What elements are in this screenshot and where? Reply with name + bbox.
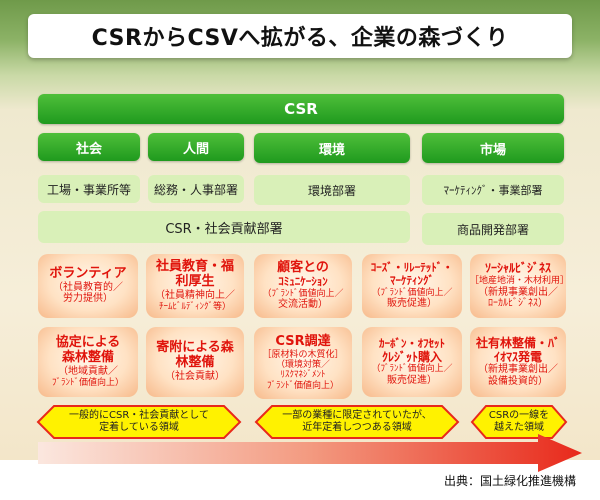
page-title: CSRからCSVへ拡がる、企業の森づくり bbox=[91, 26, 509, 51]
source-credit: 出典：国土緑化推進機構 bbox=[443, 474, 576, 488]
activity-agreement-forest: 協定による森林整備 （地域貢献／ ﾌﾞﾗﾝﾄﾞ価値向上） bbox=[38, 327, 138, 397]
arrow-label: CSRの一線を bbox=[488, 409, 550, 421]
category-human: 人間 bbox=[148, 133, 244, 161]
activity-head: 社有林整備・ﾊﾞｲｵﾏｽ発電 bbox=[475, 335, 560, 364]
activity-head: ｺﾐｭﾆｹｰｼｮﾝ bbox=[278, 275, 328, 289]
arrow-label: 定着している領域 bbox=[99, 422, 179, 433]
activity-head: ｸﾚｼﾞｯﾄ購入 bbox=[381, 349, 442, 364]
activity-sub: （社員精神向上／ bbox=[155, 290, 235, 302]
double-arrow-shape bbox=[254, 405, 460, 439]
activity-volunteer: ボランティア （社員教育的／ 労力提供） bbox=[38, 254, 138, 318]
category-label: 市場 bbox=[479, 142, 506, 158]
activity-company-forest-biomass: 社有林整備・ﾊﾞｲｵﾏｽ発電 （新規事業創出／ 設備投資的） bbox=[470, 327, 566, 397]
activity-sub: （社会貢献） bbox=[165, 371, 225, 383]
csr-header: CSR bbox=[38, 94, 564, 124]
category-label: 環境 bbox=[318, 142, 345, 158]
activity-cause-related-marketing: ｺｰｽﾞ・ﾘﾚｰﾃｯﾄﾞ・ﾏｰｹﾃｨﾝｸﾞ （ﾌﾞﾗﾝﾄﾞ価値向上／ 販売促進） bbox=[362, 254, 462, 318]
category-market: 市場 bbox=[422, 133, 564, 163]
activity-head: 顧客との bbox=[277, 260, 329, 276]
activity-sub: （地域貢献／ bbox=[58, 366, 118, 378]
dept-label: 工場・事業所等 bbox=[46, 182, 131, 197]
dept-marketing: ﾏｰｹﾃｨﾝｸﾞ・事業部署 bbox=[422, 175, 564, 205]
double-arrow-shape bbox=[470, 405, 568, 439]
activity-csr-procurement: CSR調達 ［原材料の木質化］ （環境対策／ ﾘｽｸﾏﾈｼﾞﾒﾝﾄ ﾌﾞﾗﾝﾄﾞ… bbox=[254, 327, 352, 399]
activity-head: ボランティア bbox=[49, 266, 127, 282]
activity-sub: 設備投資的） bbox=[488, 375, 548, 387]
activity-sub: （環境対策／ bbox=[275, 360, 330, 371]
domain-arrow-established: 一般的にCSR・社会貢献として 定着している領域 bbox=[36, 404, 242, 440]
title-banner: CSRからCSVへ拡がる、企業の森づくり bbox=[28, 14, 572, 58]
category-environment: 環境 bbox=[254, 133, 410, 163]
activity-sub: ［原材料の木質化］ bbox=[262, 349, 344, 360]
progression-arrow-icon bbox=[38, 434, 582, 472]
dept-label: 総務・人事部署 bbox=[153, 182, 238, 197]
activity-sub: ﾛｰｶﾙﾋﾞｼﾞﾈｽ） bbox=[488, 298, 548, 310]
dept-csr-social: CSR・社会貢献部署 bbox=[38, 211, 410, 243]
activity-sub: 販売促進） bbox=[387, 374, 437, 386]
category-society: 社会 bbox=[38, 133, 140, 161]
domain-arrow-beyond-csr: CSRの一線を 越えた領域 bbox=[470, 404, 568, 440]
activity-sub: ﾌﾞﾗﾝﾄﾞ価値向上） bbox=[51, 377, 124, 388]
category-label: 社会 bbox=[75, 141, 102, 157]
domain-arrow-emerging: 一部の業種に限定されていたが、 近年定着しつつある領域 bbox=[254, 404, 460, 440]
activity-sub: ﾁｰﾑﾋﾞﾙﾃﾞｨﾝｸﾞ等） bbox=[158, 301, 231, 312]
activity-sub: 販売促進） bbox=[387, 298, 437, 310]
activity-head: 寄附による森林整備 bbox=[156, 340, 234, 371]
activity-sub: 労力提供） bbox=[63, 293, 113, 305]
activity-sub: （新規事業創出／ bbox=[478, 364, 558, 376]
activity-sub: （ﾌﾞﾗﾝﾄﾞ価値向上／ bbox=[371, 364, 453, 375]
category-label: 人間 bbox=[182, 141, 209, 157]
dept-product: 商品開発部署 bbox=[422, 213, 564, 245]
arrow-label: 越えた領域 bbox=[494, 422, 544, 433]
activity-sub: 交流活動） bbox=[278, 299, 328, 311]
activity-sub: （新規事業創出／ bbox=[478, 286, 558, 298]
activity-sub: ﾘｽｸﾏﾈｼﾞﾒﾝﾄ bbox=[280, 370, 326, 381]
csr-label: CSR bbox=[284, 100, 318, 118]
activity-head: CSR調達 bbox=[275, 333, 331, 349]
activity-employee-education: 社員教育・福利厚生 （社員精神向上／ ﾁｰﾑﾋﾞﾙﾃﾞｨﾝｸﾞ等） bbox=[146, 254, 244, 318]
activity-head: ｿｰｼｬﾙﾋﾞｼﾞﾈｽ bbox=[484, 261, 551, 276]
activity-sub: （社員教育的／ bbox=[53, 281, 123, 293]
activity-head: ｶｰﾎﾞﾝ・ｵﾌｾｯﾄ bbox=[379, 336, 445, 350]
activity-donation-forest: 寄附による森林整備 （社会貢献） bbox=[146, 327, 244, 397]
arrow-label: 近年定着しつつある領域 bbox=[302, 422, 412, 433]
arrow-label: 一般的にCSR・社会貢献として bbox=[69, 409, 209, 421]
activity-head: 協定による森林整備 bbox=[55, 335, 121, 366]
activity-customer-communication: 顧客との ｺﾐｭﾆｹｰｼｮﾝ （ﾌﾞﾗﾝﾄﾞ価値向上／ 交流活動） bbox=[254, 254, 352, 318]
activity-sub: （ﾌﾞﾗﾝﾄﾞ価値向上／ bbox=[371, 287, 453, 298]
double-arrow-shape bbox=[36, 405, 242, 439]
dept-label: 商品開発部署 bbox=[456, 222, 529, 237]
activity-sub: ﾌﾞﾗﾝﾄﾞ価値向上） bbox=[266, 380, 339, 391]
activity-sub: ［地産地消・木材利用］ bbox=[470, 276, 570, 287]
arrow-label: 一部の業種に限定されていたが、 bbox=[282, 409, 432, 421]
activity-carbon-offset: ｶｰﾎﾞﾝ・ｵﾌｾｯﾄ ｸﾚｼﾞｯﾄ購入 （ﾌﾞﾗﾝﾄﾞ価値向上／ 販売促進） bbox=[362, 327, 462, 397]
dept-factory: 工場・事業所等 bbox=[38, 175, 140, 203]
dept-hr: 総務・人事部署 bbox=[148, 175, 244, 203]
activity-head: ｺｰｽﾞ・ﾘﾚｰﾃｯﾄﾞ・ﾏｰｹﾃｨﾝｸﾞ bbox=[370, 261, 454, 288]
dept-label: CSR・社会貢献部署 bbox=[165, 221, 283, 237]
activity-head: 社員教育・福利厚生 bbox=[155, 259, 234, 290]
activity-social-business: ｿｰｼｬﾙﾋﾞｼﾞﾈｽ ［地産地消・木材利用］ （新規事業創出／ ﾛｰｶﾙﾋﾞｼ… bbox=[470, 254, 570, 318]
dept-label: ﾏｰｹﾃｨﾝｸﾞ・事業部署 bbox=[443, 184, 543, 197]
dept-label: 環境部署 bbox=[307, 183, 356, 198]
dept-environment: 環境部署 bbox=[254, 175, 410, 205]
activity-sub: （ﾌﾞﾗﾝﾄﾞ価値向上／ bbox=[262, 288, 344, 299]
